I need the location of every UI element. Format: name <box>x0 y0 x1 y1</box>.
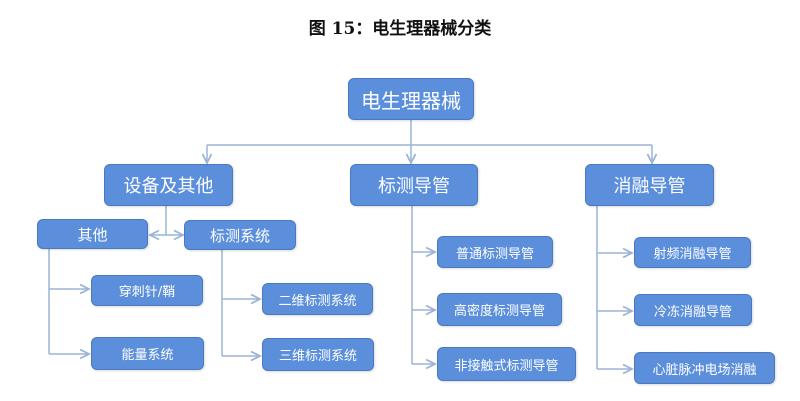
node-rf-ablation-catheter: 射频消融导管 <box>634 237 751 268</box>
figure-title: 图 15：电生理器械分类 <box>308 19 492 39</box>
node-equipment: 设备及其他 <box>104 164 233 206</box>
node-3d-mapping-system: 三维标测系统 <box>262 338 374 371</box>
node-energy-system: 能量系统 <box>91 337 204 370</box>
node-noncontact-mapping-catheter: 非接触式标测导管 <box>437 347 576 381</box>
node-standard-mapping-catheter: 普通标测导管 <box>437 236 553 268</box>
node-mapping-system: 标测系统 <box>184 220 296 250</box>
node-ablation-catheter: 消融导管 <box>585 164 714 206</box>
node-root: 电生理器械 <box>348 78 474 120</box>
node-other: 其他 <box>37 219 148 249</box>
node-puncture-needle-sheath: 穿刺针/鞘 <box>91 275 203 306</box>
node-high-density-mapping-catheter: 高密度标测导管 <box>437 293 562 326</box>
node-pulsed-field-ablation: 心脏脉冲电场消融 <box>634 352 775 384</box>
node-mapping-catheter: 标测导管 <box>350 164 478 206</box>
node-2d-mapping-system: 二维标测系统 <box>262 283 373 315</box>
node-cryo-ablation-catheter: 冷冻消融导管 <box>634 294 752 326</box>
